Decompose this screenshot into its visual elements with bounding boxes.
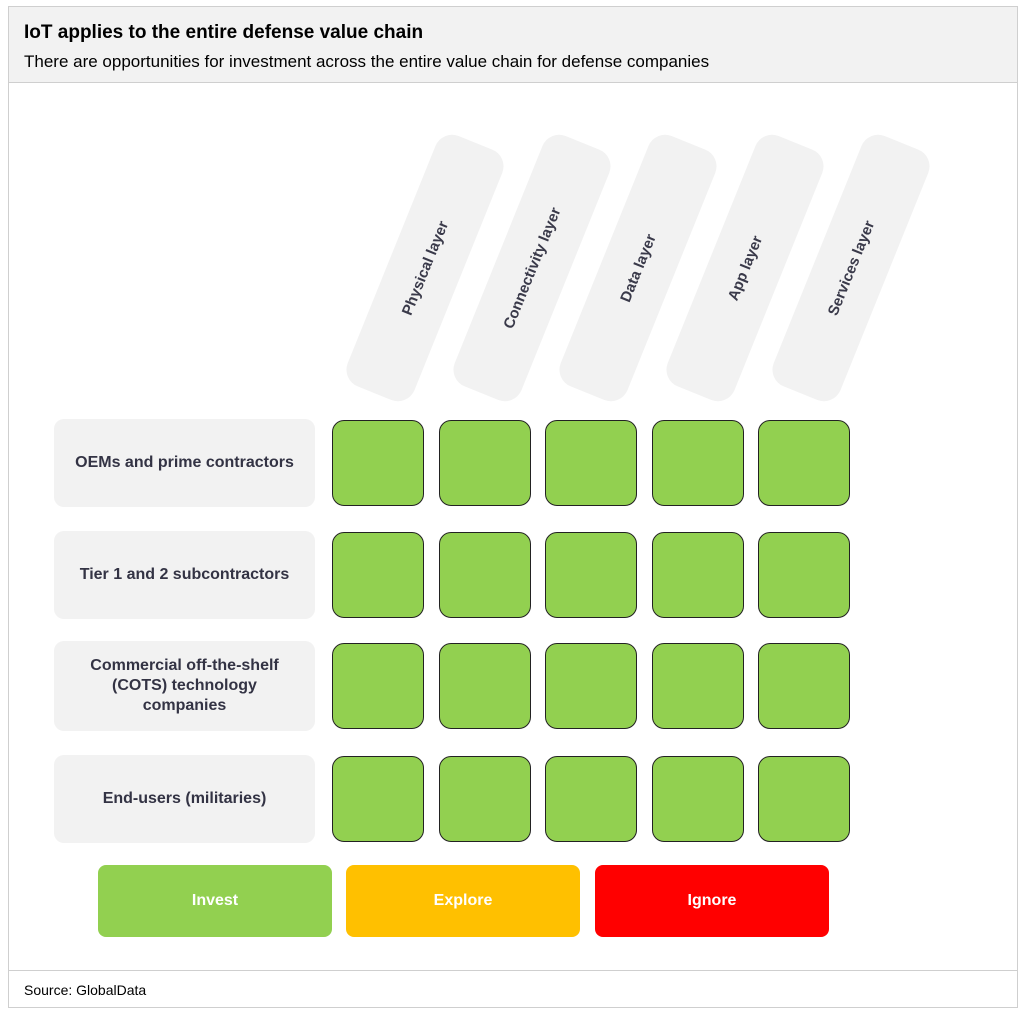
row-label: Tier 1 and 2 subcontractors (54, 531, 315, 619)
matrix-cell-invest (758, 643, 850, 729)
legend-explore: Explore (346, 865, 580, 937)
matrix-cell-invest (439, 532, 531, 618)
row-label: Commercial off-the-shelf (COTS) technolo… (54, 641, 315, 731)
matrix-cell-invest (652, 420, 744, 506)
matrix-cell-invest (332, 643, 424, 729)
matrix-cell-invest (545, 420, 637, 506)
matrix-cell-invest (758, 756, 850, 842)
figure-frame: IoT applies to the entire defense value … (8, 6, 1018, 1008)
matrix-cell-invest (652, 532, 744, 618)
matrix-cell-invest (332, 420, 424, 506)
header: IoT applies to the entire defense value … (9, 7, 1017, 83)
matrix-cell-invest (439, 756, 531, 842)
footer-divider (9, 970, 1017, 971)
matrix-cell-invest (332, 532, 424, 618)
matrix-cell-invest (758, 420, 850, 506)
matrix-cell-invest (439, 420, 531, 506)
row-label: End-users (militaries) (54, 755, 315, 843)
figure-subtitle: There are opportunities for investment a… (24, 52, 710, 71)
figure-title: IoT applies to the entire defense value … (24, 22, 424, 43)
matrix-cell-invest (758, 532, 850, 618)
matrix-cell-invest (545, 532, 637, 618)
row-label: OEMs and prime contractors (54, 419, 315, 507)
legend-invest: Invest (98, 865, 332, 937)
legend-ignore: Ignore (595, 865, 829, 937)
source-note: Source: GlobalData (24, 982, 147, 998)
matrix-cell-invest (652, 643, 744, 729)
matrix-cell-invest (439, 643, 531, 729)
matrix-cell-invest (545, 756, 637, 842)
matrix-cell-invest (545, 643, 637, 729)
matrix-cell-invest (332, 756, 424, 842)
matrix-cell-invest (652, 756, 744, 842)
